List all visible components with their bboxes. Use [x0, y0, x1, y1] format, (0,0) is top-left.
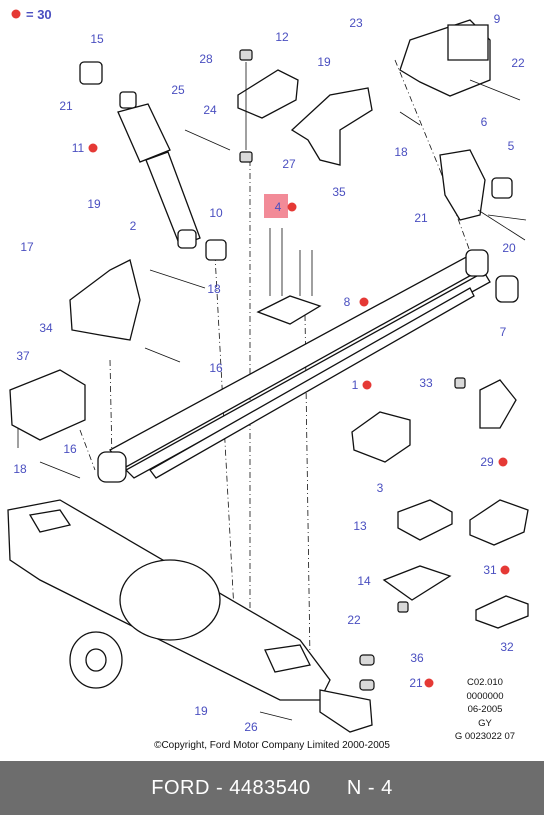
callout-9: 9	[494, 12, 501, 26]
meta-line: GY	[478, 717, 492, 729]
bracket-12	[237, 49, 299, 163]
bracket-37	[9, 369, 86, 441]
marker-icon-31	[500, 565, 510, 575]
callout-10: 10	[209, 206, 223, 220]
leaf-spring	[97, 249, 519, 483]
callout-8: 8	[344, 295, 351, 309]
callout-24: 24	[203, 103, 217, 117]
legend-marker-icon	[11, 9, 21, 19]
marker-icon-1	[362, 380, 372, 390]
small-parts	[351, 377, 529, 691]
callout-17: 17	[20, 240, 34, 254]
callout-4: 4	[275, 200, 282, 214]
spring-shackle	[439, 149, 526, 241]
front-spring-hanger	[69, 259, 141, 341]
callout-28: 28	[199, 52, 213, 66]
meta-line: 06-2005	[467, 704, 503, 715]
marker-icon-11	[88, 143, 98, 153]
meta-line: C02.010	[467, 677, 503, 688]
callout-23: 23	[349, 16, 363, 30]
callout-16: 16	[63, 442, 77, 456]
bolts	[17, 111, 527, 721]
drawing-reference: C02.010 0000000 06-2005 GY G 0023022 07	[440, 676, 530, 744]
callout-29: 29	[480, 455, 494, 469]
callout-15: 15	[90, 32, 104, 46]
callout-7: 7	[500, 325, 507, 339]
callout-33: 33	[419, 376, 433, 390]
callout-25: 25	[171, 83, 185, 97]
footer-part-number: 4483540	[229, 776, 311, 799]
marker-icon-21	[424, 678, 434, 688]
callout-32: 32	[500, 640, 514, 654]
rear-axle	[7, 499, 373, 733]
callout-19: 19	[317, 55, 331, 69]
footer-bar: FORD - 4483540 N - 4	[0, 761, 544, 815]
callout-6: 6	[481, 115, 488, 129]
callout-27: 27	[282, 157, 296, 171]
callout-31: 31	[483, 563, 497, 577]
footer-separator: -	[215, 776, 224, 799]
callout-2: 2	[130, 219, 137, 233]
rear-suspension-exploded-diagram: = 30	[7, 7, 529, 734]
marker-icon-8	[359, 297, 369, 307]
callout-22: 22	[511, 56, 525, 70]
meta-line: 0000000	[466, 690, 504, 702]
callout-22: 22	[347, 613, 361, 627]
shock-absorber	[79, 61, 227, 261]
callout-21: 21	[414, 211, 428, 225]
meta-line: G 0023022 07	[454, 731, 516, 742]
callout-26: 26	[244, 720, 258, 734]
callout-21: 21	[59, 99, 73, 113]
callout-5: 5	[508, 139, 515, 153]
u-bolts	[256, 194, 322, 325]
upper-bracket	[399, 19, 521, 101]
callout-16: 16	[209, 361, 223, 375]
footer-ref: N - 4	[346, 776, 393, 799]
callout-13: 13	[353, 519, 367, 533]
callout-19: 19	[194, 704, 208, 718]
bracket-35	[290, 87, 373, 166]
callout-37: 37	[16, 349, 30, 363]
callout-35: 35	[332, 185, 346, 199]
callout-1: 1	[352, 378, 359, 392]
callout-12: 12	[275, 30, 289, 44]
callout-20: 20	[502, 241, 516, 255]
legend-text: = 30	[26, 7, 52, 22]
marker-icon-4	[287, 202, 297, 212]
footer-brand: FORD	[151, 776, 210, 799]
callout-18: 18	[207, 282, 221, 296]
callout-3: 3	[377, 481, 384, 495]
callout-11: 11	[72, 141, 85, 155]
callout-19: 19	[87, 197, 101, 211]
callout-34: 34	[39, 321, 53, 335]
callout-36: 36	[410, 651, 424, 665]
copyright-notice: ©Copyright, Ford Motor Company Limited 2…	[154, 740, 390, 751]
callout-14: 14	[357, 574, 371, 588]
callout-18: 18	[13, 462, 27, 476]
callout-18: 18	[394, 145, 408, 159]
callout-21: 21	[409, 676, 423, 690]
marker-icon-29	[498, 457, 508, 467]
